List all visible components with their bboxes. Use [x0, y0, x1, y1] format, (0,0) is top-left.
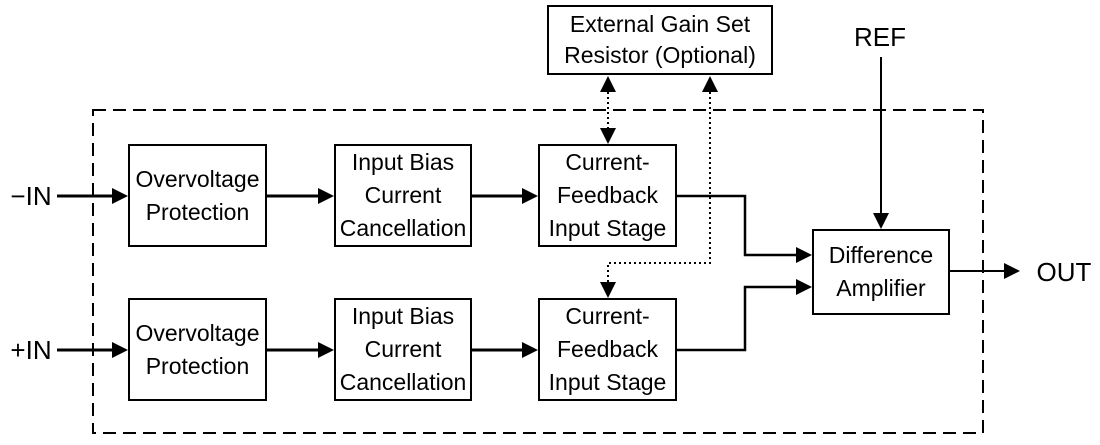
block-input-bias-current-cancellation-top: Input Bias Current Cancellation — [334, 144, 472, 247]
block-current-feedback-input-stage-bottom: Current- Feedback Input Stage — [538, 298, 677, 401]
arrowhead-icon — [600, 128, 616, 144]
arrowhead-icon — [522, 342, 538, 358]
wire-cfb-bottom-to-diffamp — [677, 285, 798, 352]
dotted-wire-gain-bottom — [607, 92, 711, 282]
block-input-bias-current-cancellation-bottom: Input Bias Current Cancellation — [334, 298, 472, 401]
arrowhead-icon — [796, 279, 812, 295]
block-overvoltage-protection-bottom: Overvoltage Protection — [128, 298, 267, 401]
port-label-in-negative: −IN — [10, 181, 52, 211]
block-current-feedback-input-stage-top: Current- Feedback Input Stage — [538, 144, 677, 247]
arrowhead-icon — [600, 282, 616, 298]
arrowhead-icon — [318, 342, 334, 358]
arrowhead-icon — [522, 188, 538, 204]
block-overvoltage-protection-top: Overvoltage Protection — [128, 144, 267, 247]
arrowhead-icon — [112, 188, 128, 204]
wire-cfb-top-to-diffamp — [677, 194, 798, 257]
block-difference-amplifier: Difference Amplifier — [812, 229, 950, 315]
arrowhead-icon — [318, 188, 334, 204]
arrowhead-icon — [796, 247, 812, 263]
port-label-out: OUT — [1036, 257, 1092, 287]
arrowhead-icon — [112, 342, 128, 358]
arrowhead-icon — [1004, 263, 1020, 279]
port-label-ref: REF — [854, 22, 906, 52]
port-label-in-positive: +IN — [10, 335, 52, 365]
arrowhead-icon — [600, 76, 616, 92]
arrowhead-icon — [873, 213, 889, 229]
block-external-gain-set-resistor: External Gain Set Resistor (Optional) — [547, 5, 773, 75]
arrowhead-icon — [702, 76, 718, 92]
